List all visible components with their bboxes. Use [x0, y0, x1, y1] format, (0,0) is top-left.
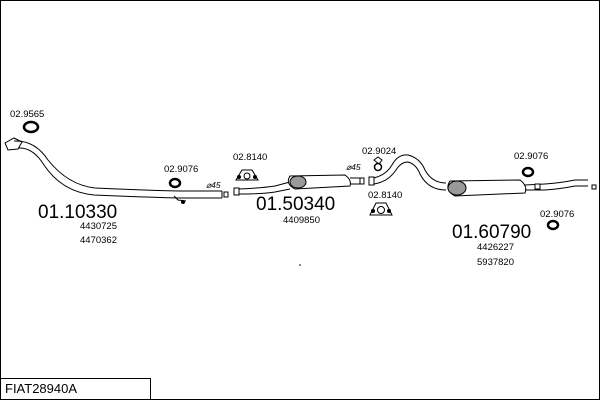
- title-box: FIAT28940A: [0, 378, 151, 400]
- clamp-2-bolt-left: [371, 209, 375, 213]
- middle-silencer-oem-1: 4409850: [283, 215, 320, 226]
- diameter-1-label: ⌀45: [206, 180, 221, 190]
- clamp-1-hole: [243, 172, 251, 180]
- front-pipe-oem-1: 4430725: [80, 221, 117, 232]
- middle-silencer-outlet-stub: [359, 177, 365, 185]
- middle-silencer-outlet-pipe: [350, 177, 361, 185]
- ring-2-label: 02.9076: [514, 151, 548, 162]
- ring-3-label: 02.9076: [540, 209, 574, 220]
- ring-1-label: 02.9076: [164, 164, 198, 175]
- hanger-top: [373, 156, 383, 165]
- diagram-title: FIAT28940A: [5, 381, 77, 396]
- rear-silencer-inlet-stub: [368, 176, 375, 186]
- ring-1[interactable]: [168, 177, 182, 189]
- ring-2[interactable]: [521, 166, 535, 178]
- clamp-2-label: 02.8140: [368, 190, 402, 201]
- clamp-1-label: 02.8140: [233, 152, 267, 163]
- gasket-front[interactable]: [22, 120, 40, 134]
- ring-1-shape: [168, 177, 182, 189]
- rear-silencer-end: [447, 180, 467, 196]
- ring-3-shape: [546, 219, 560, 231]
- middle-silencer-number: 01.50340: [256, 194, 335, 215]
- rear-silencer-tail-pipe-lower: [525, 185, 588, 191]
- stray-dot: [299, 264, 301, 266]
- clamp-2[interactable]: [369, 202, 393, 216]
- ring-3[interactable]: [546, 219, 560, 231]
- front-pipe-number: 01.10330: [38, 202, 117, 223]
- middle-silencer-inlet-pipe: [238, 181, 291, 190]
- rear-silencer-oem-2: 5937820: [477, 257, 514, 268]
- gasket-front-label: 02.9565: [10, 109, 44, 120]
- rear-silencer-tail-bracket: [534, 183, 541, 190]
- front-pipe[interactable]: [4, 137, 229, 204]
- hanger-ring: [373, 162, 383, 172]
- rear-silencer-inlet-pipe: [373, 154, 447, 184]
- ring-2-shape: [521, 166, 535, 178]
- clamp-1-bolt-left: [237, 175, 241, 179]
- middle-silencer[interactable]: [233, 174, 365, 196]
- hanger[interactable]: [373, 156, 383, 172]
- middle-silencer-inlet-stub: [233, 187, 240, 196]
- diameter-2-label: ⌀45: [346, 162, 361, 172]
- rear-silencer-tail-pipe: [524, 179, 588, 186]
- middle-silencer-inlet-pipe-lower: [238, 188, 291, 195]
- middle-silencer-end: [289, 175, 307, 189]
- clamp-2-bolt-right: [387, 209, 391, 213]
- front-pipe-bracket-dot: [181, 200, 185, 204]
- clamp-1-bolt-right: [253, 175, 257, 179]
- gasket-front-shape: [22, 120, 40, 134]
- rear-silencer[interactable]: [368, 154, 597, 197]
- front-pipe-lower-edge: [17, 147, 222, 199]
- hanger-label: 02.9024: [362, 146, 396, 157]
- front-pipe-oem-2: 4470362: [80, 235, 117, 246]
- rear-silencer-inlet-pipe-lower: [373, 161, 447, 191]
- clamp-2-hole: [377, 206, 385, 214]
- rear-silencer-number: 01.60790: [452, 222, 531, 243]
- rear-silencer-tail-end: [591, 184, 597, 190]
- front-pipe-upper-edge: [13, 140, 222, 192]
- rear-silencer-oem-1: 4426227: [477, 242, 514, 253]
- clamp-1[interactable]: [235, 169, 259, 181]
- front-pipe-outlet-stub: [223, 191, 229, 198]
